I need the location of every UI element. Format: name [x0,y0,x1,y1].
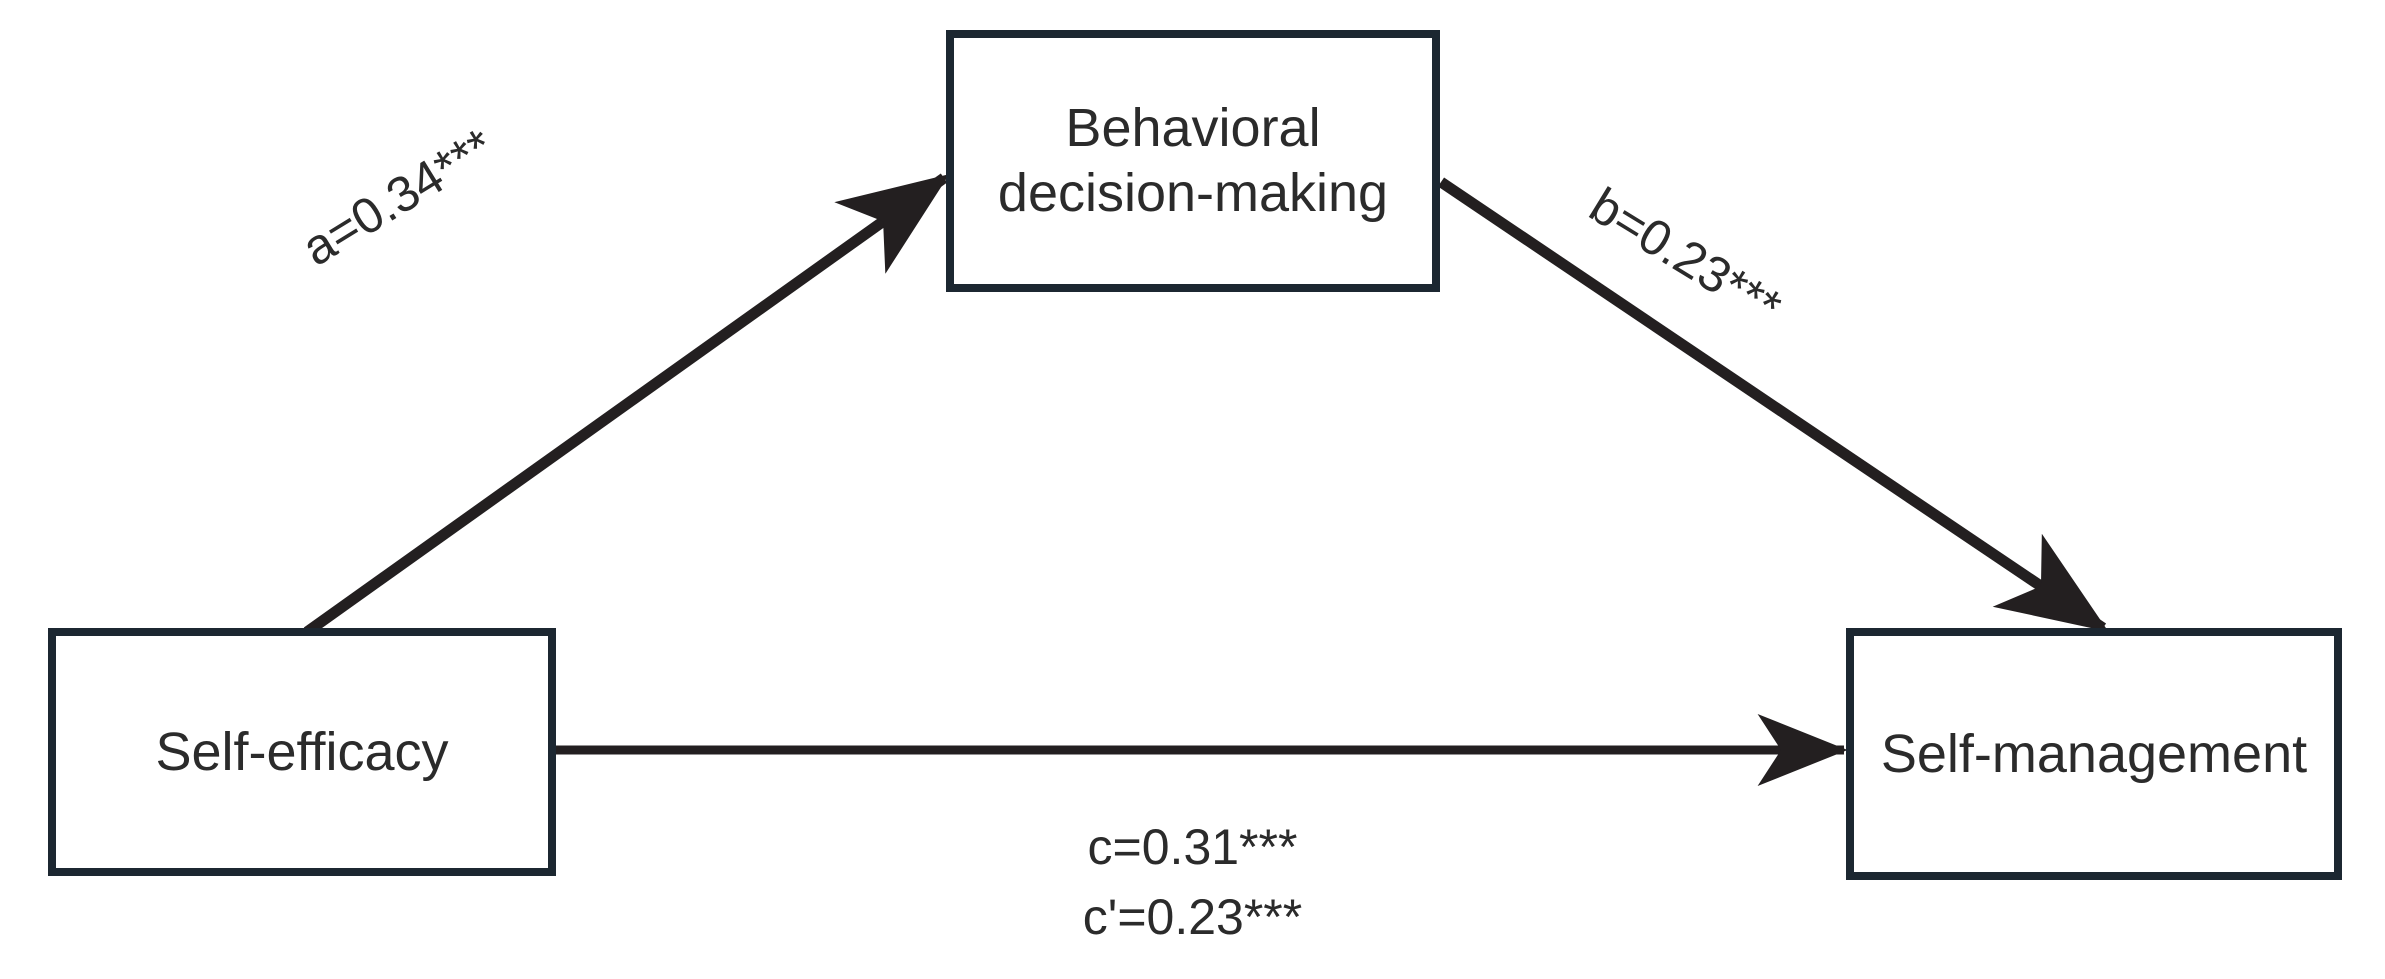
path-c-direct-effect-label: c'=0.23*** [1082,889,1303,945]
edge-path-a-arrow [303,173,950,637]
node-behavioral-decision-making-label: Behavioral decision-making [997,98,1389,223]
node-self-efficacy: Self-efficacy [48,628,556,876]
node-self-management: Self-management [1846,628,2342,880]
path-c-total-effect-label: c=0.31*** [1087,819,1298,875]
edge-path-b-arrow [1437,177,2109,633]
node-self-efficacy-label: Self-efficacy [155,721,449,782]
node-behavioral-decision-making: Behavioral decision-making [946,30,1440,292]
node-self-management-label: Self-management [1880,723,2308,784]
path-c-coefficient-group: c=0.31*** c'=0.23*** [0,812,2385,952]
